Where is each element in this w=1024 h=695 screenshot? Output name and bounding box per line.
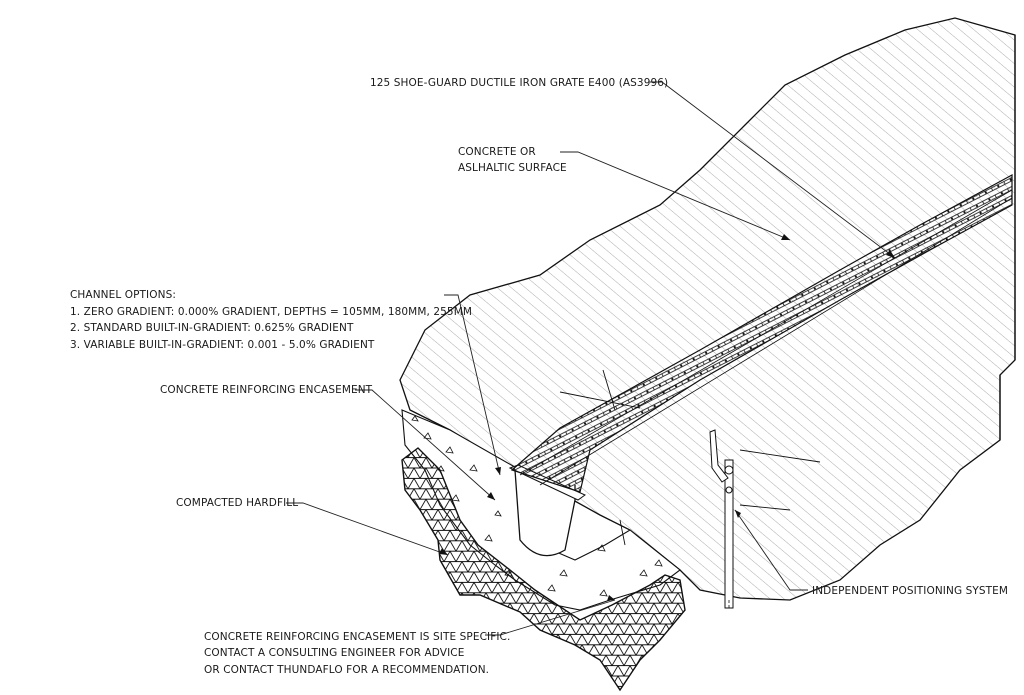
surface-label-line2: ASLHALTIC SURFACE <box>458 162 567 174</box>
channel-option-2: 2. STANDARD BUILT-IN-GRADIENT: 0.625% GR… <box>70 322 354 334</box>
leader-arrowheads <box>439 234 895 601</box>
positioning-system-label: INDEPENDENT POSITIONING SYSTEM <box>812 585 1008 597</box>
leader-lines <box>286 81 896 636</box>
grate-edge-lines <box>519 189 1013 486</box>
surface-cut-edge <box>999 35 1016 440</box>
channel-option-1: 1. ZERO GRADIENT: 0.000% GRADIENT, DEPTH… <box>70 306 472 318</box>
surface-label-line1: CONCRETE OR <box>458 146 536 158</box>
grate-label: 125 SHOE-GUARD DUCTILE IRON GRATE E400 (… <box>370 77 668 89</box>
reinforcement-spikes <box>559 369 821 546</box>
channel-options-title: CHANNEL OPTIONS: <box>70 289 176 301</box>
compacted-hardfill <box>401 447 686 692</box>
channel-option-3: 3. VARIABLE BUILT-IN-GRADIENT: 0.001 - 5… <box>70 339 375 351</box>
encasement-label: CONCRETE REINFORCING ENCASEMENT <box>160 384 373 396</box>
site-note-line1: CONCRETE REINFORCING ENCASEMENT IS SITE … <box>204 631 510 643</box>
site-note-line3: OR CONTACT THUNDAFLO FOR A RECOMMENDATIO… <box>204 664 489 676</box>
hardfill-label: COMPACTED HARDFILL <box>176 497 298 509</box>
site-note-line2: CONTACT A CONSULTING ENGINEER FOR ADVICE <box>204 647 464 659</box>
